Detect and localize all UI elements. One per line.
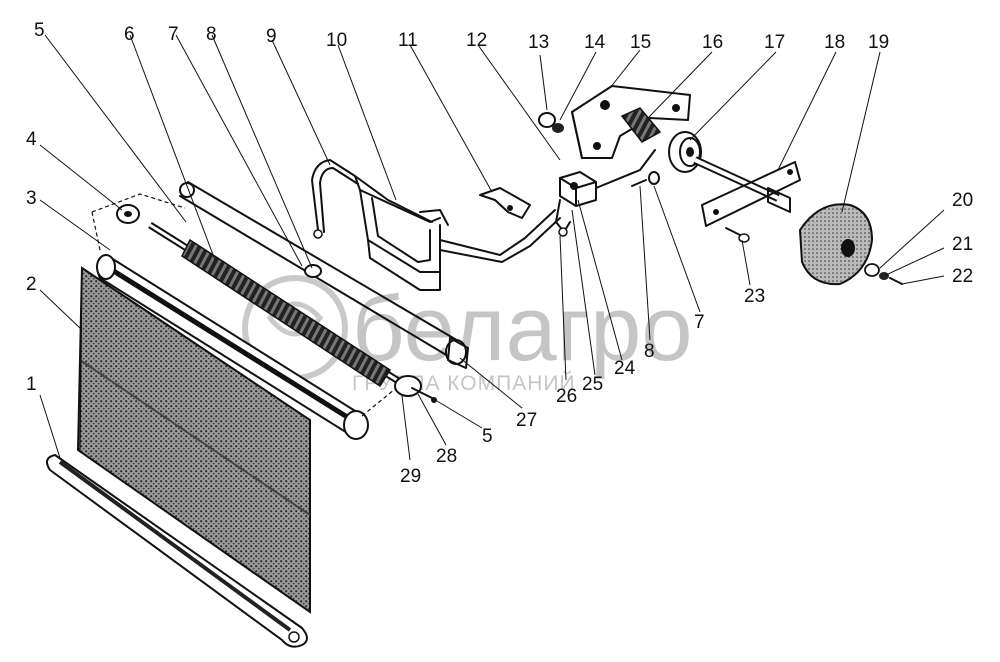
callout-7-bottom: 7 xyxy=(694,312,705,333)
callout-17: 17 xyxy=(764,32,785,53)
part-clip xyxy=(304,264,322,278)
callout-5-top: 5 xyxy=(34,20,45,41)
callout-12: 12 xyxy=(466,30,487,51)
callouts: 1 2 3 4 5 6 7 8 9 10 11 12 13 14 15 16 1… xyxy=(26,20,973,487)
callout-25: 25 xyxy=(582,374,603,395)
callout-1: 1 xyxy=(26,374,37,395)
callout-7-top: 7 xyxy=(168,24,179,45)
part-coil-spring xyxy=(620,107,662,143)
part-knob xyxy=(798,203,874,286)
callout-6: 6 xyxy=(124,24,135,45)
callout-10: 10 xyxy=(326,30,347,51)
callout-14: 14 xyxy=(584,32,606,53)
part-mount-bracket xyxy=(571,85,691,159)
callout-9: 9 xyxy=(266,26,277,47)
callout-4: 4 xyxy=(26,129,37,150)
part-link-rod xyxy=(439,187,561,263)
part-bolt xyxy=(725,227,750,243)
callout-24: 24 xyxy=(614,358,636,379)
callout-8-top: 8 xyxy=(206,24,217,45)
callout-29: 29 xyxy=(400,466,421,487)
callout-26: 26 xyxy=(556,386,577,407)
part-bottom-bar xyxy=(45,454,308,648)
callout-11: 11 xyxy=(398,30,418,51)
watermark-brand: белагро xyxy=(352,278,693,380)
callout-23: 23 xyxy=(744,286,765,307)
callout-22: 22 xyxy=(952,266,973,287)
part-mounting-plate xyxy=(701,161,801,227)
callout-21: 21 xyxy=(952,234,973,255)
leader-lines xyxy=(39,34,945,461)
part-roller xyxy=(96,254,369,440)
callout-8-bottom: 8 xyxy=(644,341,655,362)
part-small-pins xyxy=(631,171,660,187)
part-mesh-screen xyxy=(76,266,311,614)
callout-3: 3 xyxy=(26,188,37,209)
part-u-bracket xyxy=(359,189,449,291)
callout-28: 28 xyxy=(436,446,457,467)
part-flange xyxy=(668,131,702,173)
part-knob-fasteners xyxy=(864,263,903,285)
callout-2: 2 xyxy=(26,274,37,295)
callout-20: 20 xyxy=(952,190,973,211)
callout-5-bottom: 5 xyxy=(482,426,493,447)
callout-13: 13 xyxy=(528,32,549,53)
part-washer xyxy=(116,204,140,224)
callout-19: 19 xyxy=(868,32,889,53)
callout-27: 27 xyxy=(516,410,537,431)
part-lock-block xyxy=(555,149,656,237)
callout-16: 16 xyxy=(702,32,723,53)
part-end-pin xyxy=(394,375,437,403)
part-spring-shaft xyxy=(148,222,402,388)
callout-15: 15 xyxy=(630,32,651,53)
callout-18: 18 xyxy=(824,32,845,53)
part-nut-washer xyxy=(538,112,564,133)
part-lever-arm xyxy=(311,159,441,239)
